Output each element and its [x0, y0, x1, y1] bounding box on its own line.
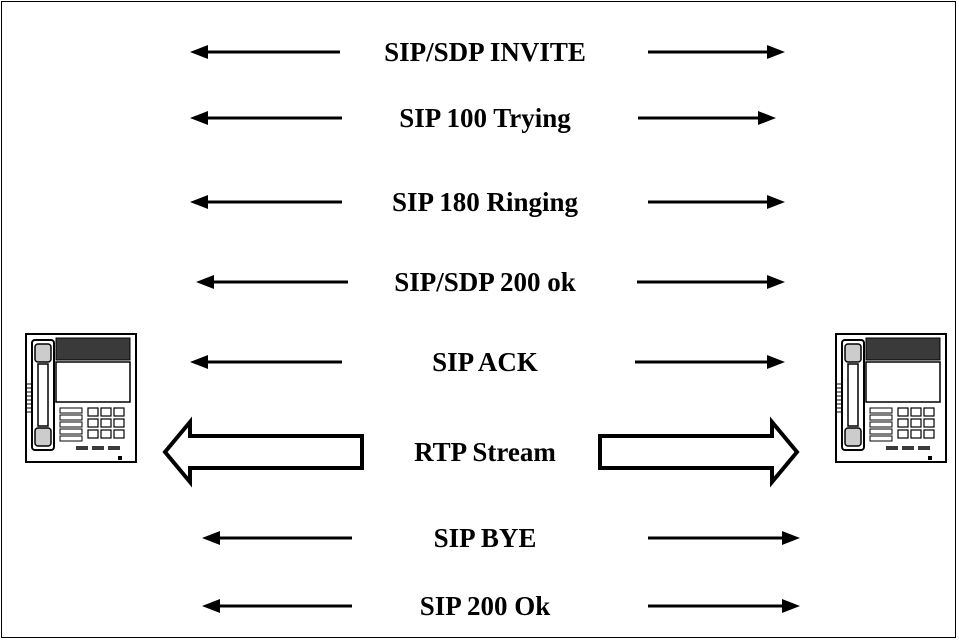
right-arrowhead: [782, 531, 800, 545]
right-arrowhead: [767, 45, 785, 59]
message-label: SIP 100 Trying: [399, 103, 571, 133]
right-phone-icon: [835, 333, 947, 463]
message-label: RTP Stream: [414, 437, 556, 467]
right-arrowhead: [767, 355, 785, 369]
message-label: SIP 180 Ringing: [392, 187, 579, 217]
message-label: SIP/SDP INVITE: [384, 37, 586, 67]
message-row: SIP 100 Trying: [190, 103, 776, 133]
message-row: SIP BYE: [202, 523, 800, 553]
left-arrowhead: [190, 111, 208, 125]
message-row: SIP/SDP INVITE: [190, 37, 785, 67]
left-phone-icon: [25, 333, 137, 463]
right-arrowhead: [782, 599, 800, 613]
message-row: SIP/SDP 200 ok: [196, 267, 785, 297]
message-label: SIP BYE: [434, 523, 537, 553]
right-arrowhead: [758, 111, 776, 125]
message-label: SIP ACK: [432, 347, 538, 377]
left-arrowhead: [202, 531, 220, 545]
left-block-arrow: [162, 416, 364, 488]
message-label: SIP/SDP 200 ok: [394, 267, 576, 297]
left-arrowhead: [196, 275, 214, 289]
left-arrowhead: [190, 45, 208, 59]
right-arrowhead: [767, 195, 785, 209]
left-arrowhead: [190, 195, 208, 209]
left-arrowhead: [202, 599, 220, 613]
message-label: SIP 200 Ok: [420, 591, 551, 621]
left-arrowhead: [190, 355, 208, 369]
message-row: SIP ACK: [190, 347, 785, 377]
right-block-arrow: [598, 416, 800, 488]
message-row: SIP 200 Ok: [202, 591, 800, 621]
right-arrowhead: [767, 275, 785, 289]
message-row: SIP 180 Ringing: [190, 187, 785, 217]
message-row: RTP Stream: [162, 416, 800, 488]
